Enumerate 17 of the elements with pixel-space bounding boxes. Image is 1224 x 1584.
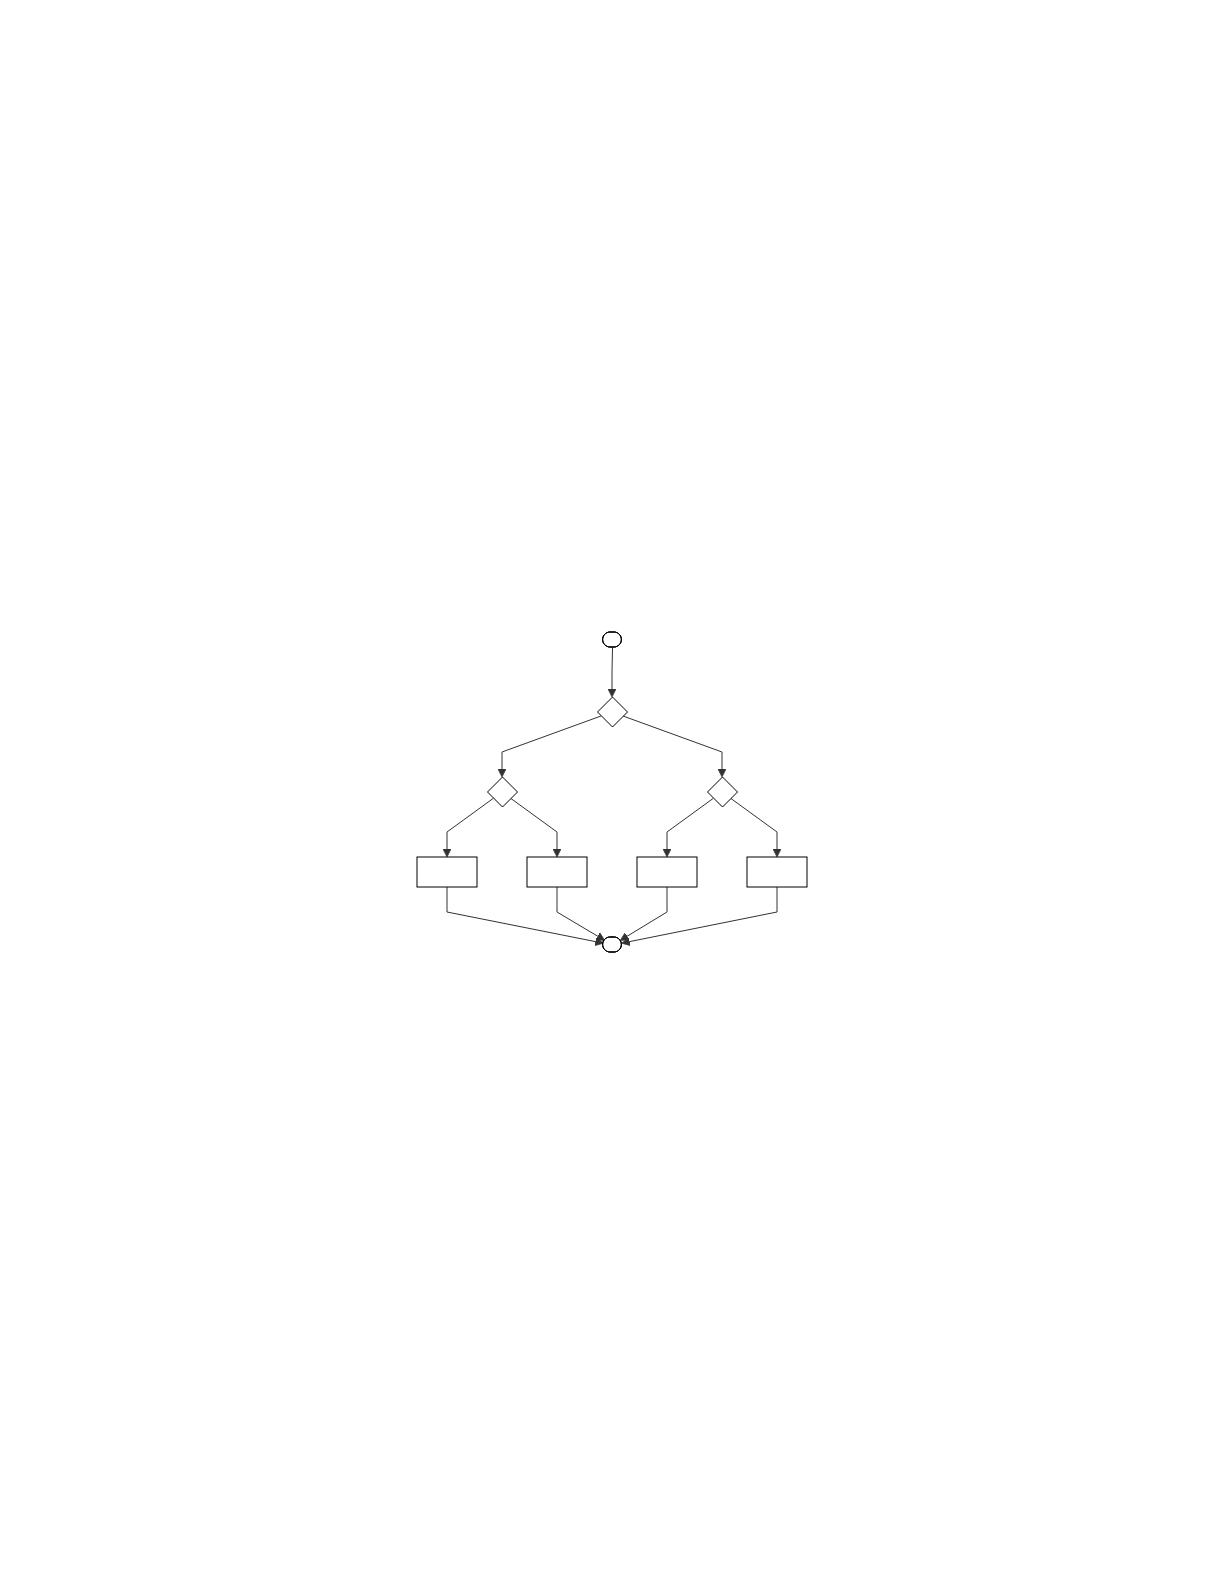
arrow [622,715,727,778]
arrow [446,886,604,946]
arrow [497,715,602,778]
node-box [636,856,698,888]
node-box [746,856,808,888]
arrow [442,797,494,858]
node-box [526,856,588,888]
node-diamond [597,696,628,728]
arrow [510,797,562,858]
arrow [730,797,782,858]
arrow [621,886,778,946]
arrow [662,797,714,858]
arrow [619,886,668,941]
node-box [416,856,478,888]
node-diamond [707,776,738,808]
arrow [556,886,606,941]
node-diamond [487,776,518,808]
